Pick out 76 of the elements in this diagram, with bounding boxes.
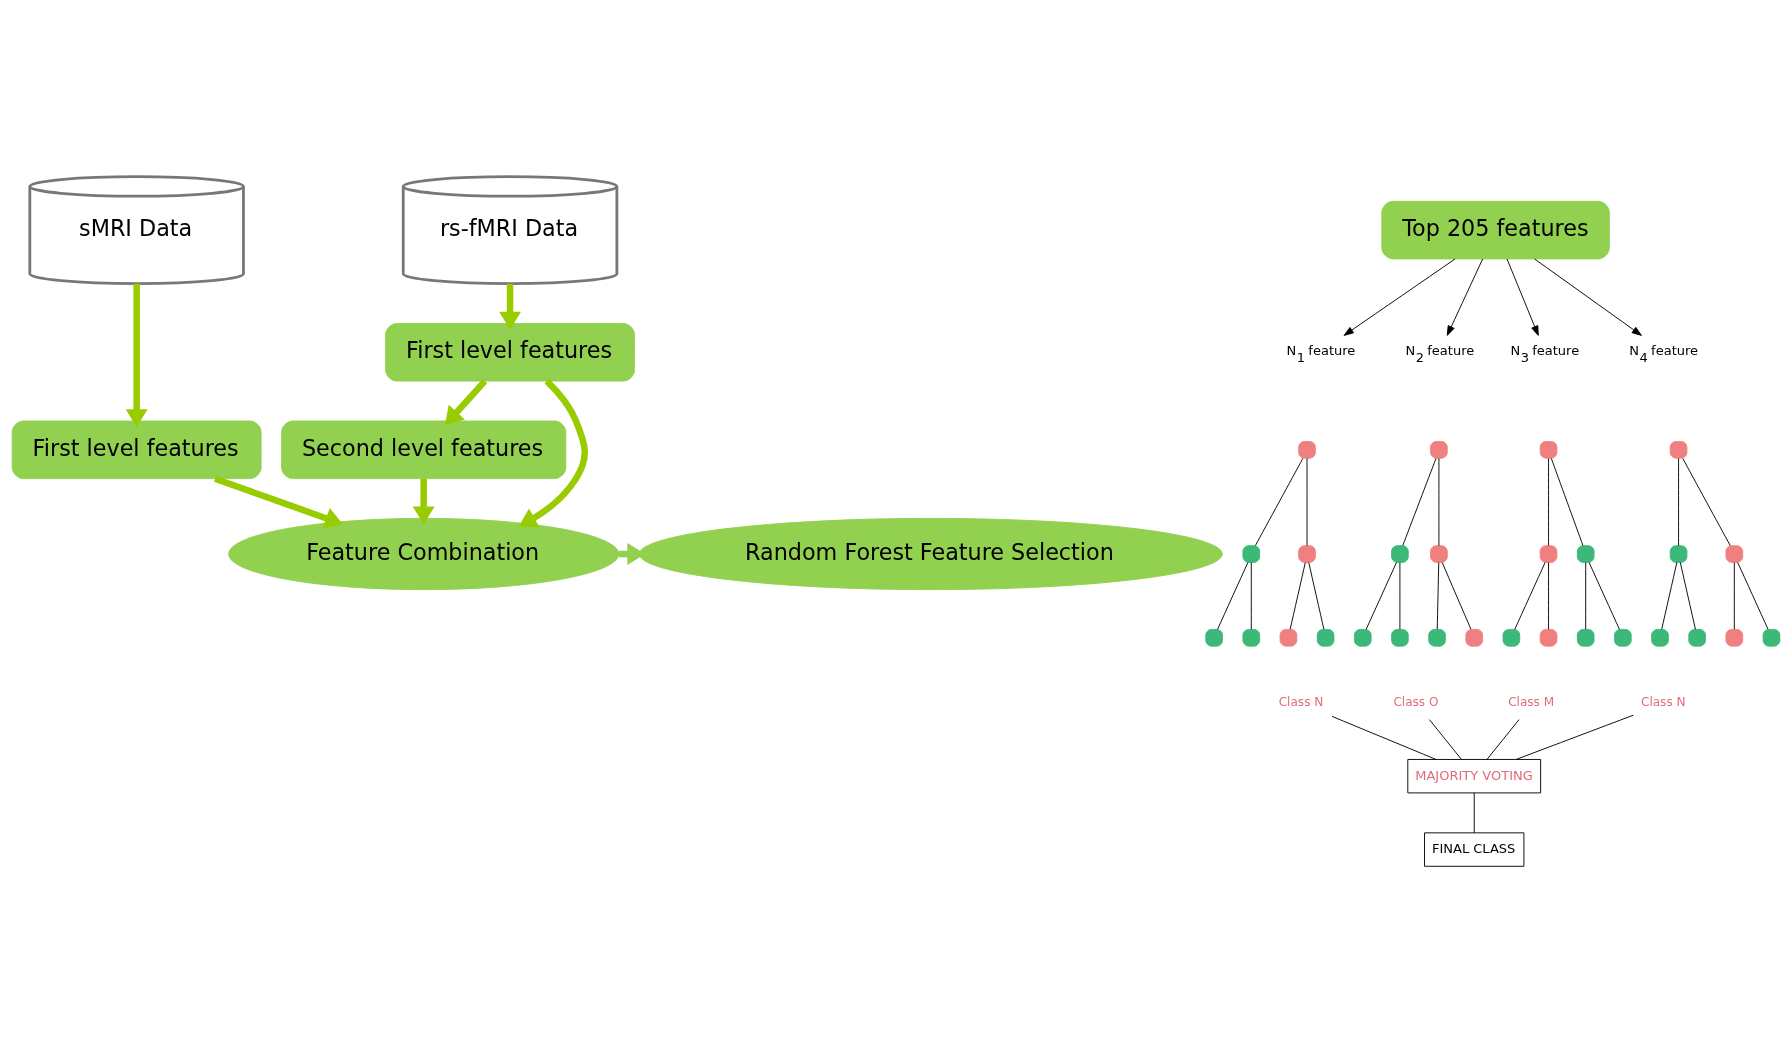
node-box (1539, 544, 1558, 563)
connector (1548, 457, 1549, 546)
node-box (1316, 628, 1335, 647)
node-box: First level features (11, 420, 262, 479)
connector (1289, 561, 1306, 630)
connector (1436, 561, 1440, 630)
node-box (1391, 544, 1409, 563)
node-box (1502, 628, 1521, 647)
node-text: Class N (1278, 694, 1324, 709)
connector (1515, 714, 1634, 760)
connector (1428, 718, 1462, 760)
connector (1308, 561, 1325, 630)
node-box (1279, 628, 1298, 647)
node-box (1465, 628, 1484, 647)
node-box (1205, 628, 1223, 647)
node-box (1688, 628, 1706, 647)
node-box (1539, 440, 1558, 459)
node-box (1669, 440, 1688, 459)
connector (1486, 718, 1520, 760)
connector (1682, 457, 1731, 546)
node-box (1725, 628, 1744, 647)
node-ellipse: Feature Combination (228, 517, 620, 590)
node-box (1428, 628, 1446, 647)
arrow (499, 283, 521, 330)
node-box (1539, 628, 1558, 647)
node-box (1576, 628, 1595, 647)
connector (1548, 561, 1549, 630)
node-box (1651, 628, 1669, 647)
node-text: Class N (1640, 694, 1686, 709)
node-text: Class O (1393, 694, 1439, 709)
arrow (518, 378, 588, 528)
arrow (1534, 258, 1642, 336)
connector (1678, 457, 1680, 546)
connector (1733, 561, 1735, 630)
node-box: FINAL CLASS (1424, 831, 1525, 867)
node-box (1242, 628, 1261, 647)
arrow (444, 378, 488, 425)
node-box (1298, 440, 1316, 459)
connector (1550, 457, 1584, 546)
connector (1331, 715, 1437, 760)
node-box (1762, 628, 1781, 647)
node-box: Second level features (281, 420, 567, 479)
node-box: First level features (385, 322, 635, 382)
node-ellipse: Random Forest Feature Selection (638, 517, 1223, 590)
node-text: Class M (1508, 694, 1555, 709)
connector (1679, 561, 1696, 630)
node-box (1242, 544, 1261, 563)
connector (1402, 457, 1437, 546)
node-box (1669, 544, 1688, 563)
node-box (1576, 544, 1595, 563)
arrow (1506, 258, 1539, 336)
connector (1588, 561, 1620, 630)
arrow (1446, 258, 1484, 336)
connector (1661, 561, 1678, 630)
node-box (1614, 628, 1632, 647)
node-box (1430, 440, 1448, 459)
connector (1441, 561, 1472, 630)
arrow (125, 283, 148, 427)
node-box (1725, 544, 1744, 563)
arrow (1343, 258, 1456, 336)
connector (1514, 561, 1546, 630)
node-box (1391, 628, 1409, 647)
connector (1737, 561, 1769, 630)
connector (1365, 561, 1397, 630)
connector (1473, 792, 1475, 833)
node-box: Top 205 features (1381, 200, 1610, 259)
arrow (214, 475, 343, 529)
connector (1217, 561, 1249, 630)
node-box: MAJORITY VOTING (1407, 758, 1542, 793)
connector (1250, 561, 1252, 630)
node-box (1430, 544, 1448, 563)
connector (1585, 561, 1587, 630)
node-box (1298, 544, 1316, 563)
arrow (412, 478, 435, 524)
node-box (1353, 628, 1372, 647)
connector (1254, 457, 1304, 546)
